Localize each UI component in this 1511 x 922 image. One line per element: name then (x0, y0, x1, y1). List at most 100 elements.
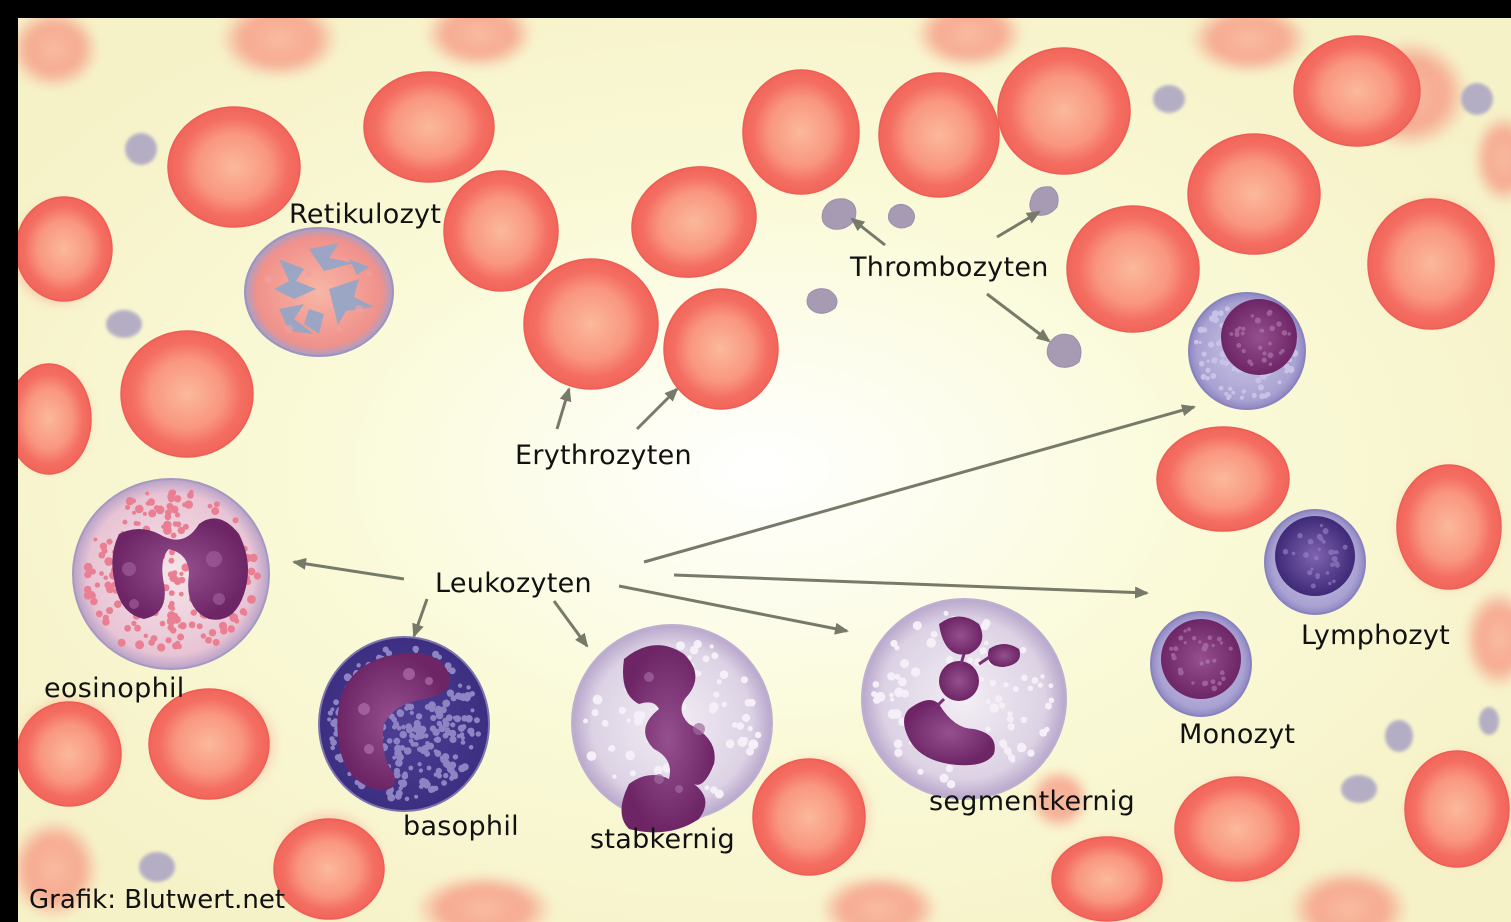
granule (438, 724, 446, 733)
granule (912, 621, 922, 631)
erythrocyte (1367, 198, 1495, 330)
granule (161, 524, 166, 529)
granule (625, 750, 635, 761)
granule (189, 489, 194, 495)
label-eosinophil: eosinophil (44, 673, 185, 704)
granule (103, 575, 108, 581)
granule (1217, 636, 1222, 642)
granule (1031, 677, 1039, 684)
granule (1226, 395, 1231, 401)
granule (436, 720, 443, 727)
granule (470, 708, 475, 713)
monocyte-cell (1150, 611, 1252, 717)
granule (1310, 583, 1316, 589)
granule (466, 685, 471, 690)
granule (1231, 366, 1238, 372)
granule (449, 735, 457, 744)
granule (1237, 326, 1242, 330)
granule (745, 747, 754, 756)
granule (1221, 676, 1226, 682)
granule (412, 725, 420, 733)
granule (887, 672, 896, 681)
granule (1287, 366, 1295, 373)
granule (1261, 357, 1267, 363)
granule (208, 629, 217, 637)
erythrocyte (18, 701, 122, 807)
granule (1211, 685, 1218, 692)
granule (166, 616, 176, 626)
granule (1192, 636, 1197, 641)
granule (408, 765, 414, 771)
granule (748, 699, 756, 707)
granule (946, 780, 956, 789)
granule (898, 677, 907, 687)
granule (99, 571, 104, 576)
granule (399, 730, 407, 739)
granule (169, 549, 175, 556)
arrow-leuko-lymphocyte (643, 404, 1196, 564)
erythrocyte (1404, 750, 1510, 868)
granule (1310, 567, 1314, 571)
granule (168, 590, 175, 596)
granule (676, 641, 685, 651)
granule (1187, 627, 1191, 632)
granule (1217, 681, 1222, 686)
granule (95, 610, 103, 618)
granule (430, 714, 437, 722)
granule (979, 647, 987, 655)
granule (327, 710, 333, 716)
granule (435, 767, 442, 775)
granule (247, 567, 256, 576)
eosinophil-cell (72, 478, 270, 670)
granule (165, 638, 171, 643)
granule (212, 638, 220, 646)
erythrocyte (120, 330, 254, 458)
granule (329, 736, 335, 742)
granule (1328, 549, 1334, 556)
granule (1284, 369, 1289, 374)
granule (200, 633, 207, 639)
erythrocyte (752, 758, 866, 876)
arrow-erythrocyte-1 (555, 387, 572, 430)
granule (434, 736, 442, 743)
label-leukocytes: Leukozyten (435, 568, 592, 599)
granule (1016, 742, 1027, 753)
granule (601, 719, 609, 727)
granule (1208, 341, 1215, 348)
granule (418, 768, 423, 773)
erythrocyte (1174, 776, 1300, 882)
granule (875, 691, 886, 702)
granule (83, 562, 93, 572)
granule (393, 737, 401, 745)
granule (1003, 682, 1009, 688)
granule (337, 753, 343, 759)
granule (1007, 723, 1015, 731)
granule (330, 745, 336, 751)
credit-text: Grafik: Blutwert.net (29, 885, 285, 915)
granule (415, 713, 423, 720)
granule (687, 655, 692, 660)
granule (133, 520, 139, 526)
granule (871, 691, 878, 697)
granule (1199, 661, 1204, 666)
granule (98, 551, 106, 559)
erythrocyte (997, 47, 1131, 175)
granule (167, 624, 175, 631)
granule (1021, 674, 1028, 682)
granule (117, 638, 126, 647)
granule (1173, 646, 1179, 652)
granule (104, 581, 112, 589)
granule (995, 695, 1003, 703)
granule (1321, 540, 1326, 544)
granule (984, 640, 989, 646)
granule (143, 633, 148, 638)
granule (982, 619, 991, 628)
granule (232, 517, 239, 524)
granule (124, 624, 131, 632)
label-basophil: basophil (403, 811, 519, 842)
granule (1269, 325, 1275, 332)
granule (424, 704, 431, 710)
granule (989, 703, 999, 713)
granule (177, 526, 185, 535)
